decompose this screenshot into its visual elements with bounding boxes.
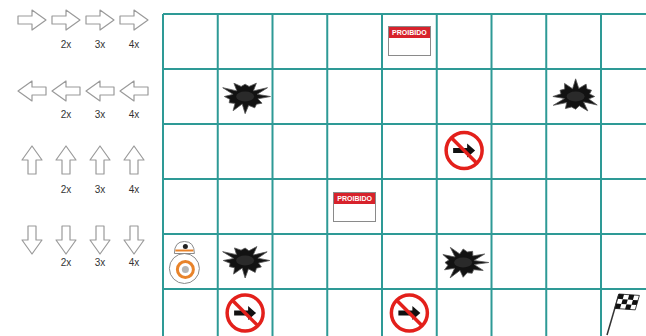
multiplier-label: 3x	[95, 110, 106, 120]
multiplier-label: 4x	[129, 258, 140, 268]
sign-panel	[334, 204, 375, 221]
hole-shape	[443, 247, 489, 277]
flag-check	[618, 294, 624, 299]
robot-head	[174, 242, 194, 254]
no-go-sign	[446, 133, 482, 169]
sign-panel	[389, 38, 430, 55]
sign-ring	[446, 133, 482, 169]
multiplier-label: 3x	[95, 258, 106, 268]
direction-arrow	[124, 146, 144, 174]
direction-arrow	[86, 81, 114, 101]
direction-arrow	[22, 226, 42, 254]
multiplier-label: 4x	[129, 40, 140, 50]
hole	[223, 247, 270, 278]
board-grid	[163, 14, 646, 336]
direction-arrow	[18, 81, 46, 101]
direction-arrow	[56, 226, 76, 254]
grid-line	[163, 68, 646, 70]
grid-line	[162, 14, 164, 336]
multiplier-label: 4x	[129, 185, 140, 195]
multiplier-label: 2x	[61, 185, 72, 195]
sign-slash	[452, 138, 477, 163]
direction-arrow	[18, 10, 46, 30]
hole-shade	[567, 92, 585, 102]
flag-border	[615, 294, 640, 310]
no-go-sign	[391, 295, 427, 331]
multiplier-label: 4x	[129, 110, 140, 120]
finish-flag	[607, 294, 639, 335]
flag-check	[621, 299, 627, 304]
hole-shade	[454, 258, 472, 268]
multiplier-label: 2x	[61, 258, 72, 268]
arrow-palette	[18, 10, 148, 254]
hole-shade	[236, 256, 254, 266]
grid-line	[491, 14, 493, 336]
grid-line	[217, 14, 219, 336]
robot-body	[169, 254, 199, 284]
grid-line	[381, 14, 383, 336]
direction-arrow	[86, 10, 114, 30]
direction-arrow	[52, 10, 80, 30]
direction-arrow	[52, 81, 80, 101]
direction-arrow	[90, 226, 110, 254]
robot	[169, 242, 199, 284]
hole-shape	[223, 83, 271, 113]
grid-line	[545, 14, 547, 336]
grid-line	[163, 13, 646, 15]
no-go-sign	[227, 295, 263, 331]
grid-line	[272, 14, 274, 336]
hole-shade	[236, 92, 254, 102]
direction-arrow	[90, 146, 110, 174]
direction-arrow	[56, 146, 76, 174]
flag-check	[615, 304, 621, 309]
grid-line	[163, 123, 646, 125]
sign-ring	[227, 295, 263, 331]
grid-line	[600, 14, 602, 336]
grid-line	[436, 14, 438, 336]
robot-eye	[183, 244, 188, 249]
sign-text: PROIBIDO	[334, 193, 375, 204]
multiplier-label: 3x	[95, 185, 106, 195]
forbidden-sign: PROIBIDO	[388, 26, 431, 56]
multiplier-label: 3x	[95, 40, 106, 50]
sign-text: PROIBIDO	[389, 27, 430, 38]
forbidden-sign: PROIBIDO	[333, 192, 376, 222]
direction-arrow	[22, 146, 42, 174]
multiplier-label: 2x	[61, 110, 72, 120]
flag-check	[628, 295, 634, 300]
robot-band	[175, 250, 193, 252]
hole-shape	[553, 79, 597, 111]
grid-line	[163, 288, 646, 290]
grid-line	[163, 233, 646, 235]
sign-slash	[397, 301, 422, 326]
multiplier-label: 2x	[61, 40, 72, 50]
flag-check	[632, 300, 638, 305]
sign-slash	[233, 301, 258, 326]
flag-cloth	[615, 294, 640, 310]
hole-shape	[223, 247, 270, 278]
robot-ring	[177, 262, 193, 278]
sign-ring	[391, 295, 427, 331]
robot-core	[182, 266, 189, 273]
grid-line	[163, 178, 646, 180]
direction-arrow	[124, 226, 144, 254]
holes	[223, 79, 598, 278]
hole	[553, 79, 597, 111]
direction-arrow	[120, 81, 148, 101]
direction-arrow	[120, 10, 148, 30]
no-go-signs	[227, 133, 482, 332]
hole	[223, 83, 271, 113]
hole	[443, 247, 489, 277]
grid-line	[326, 14, 328, 336]
flag-check	[625, 304, 631, 309]
